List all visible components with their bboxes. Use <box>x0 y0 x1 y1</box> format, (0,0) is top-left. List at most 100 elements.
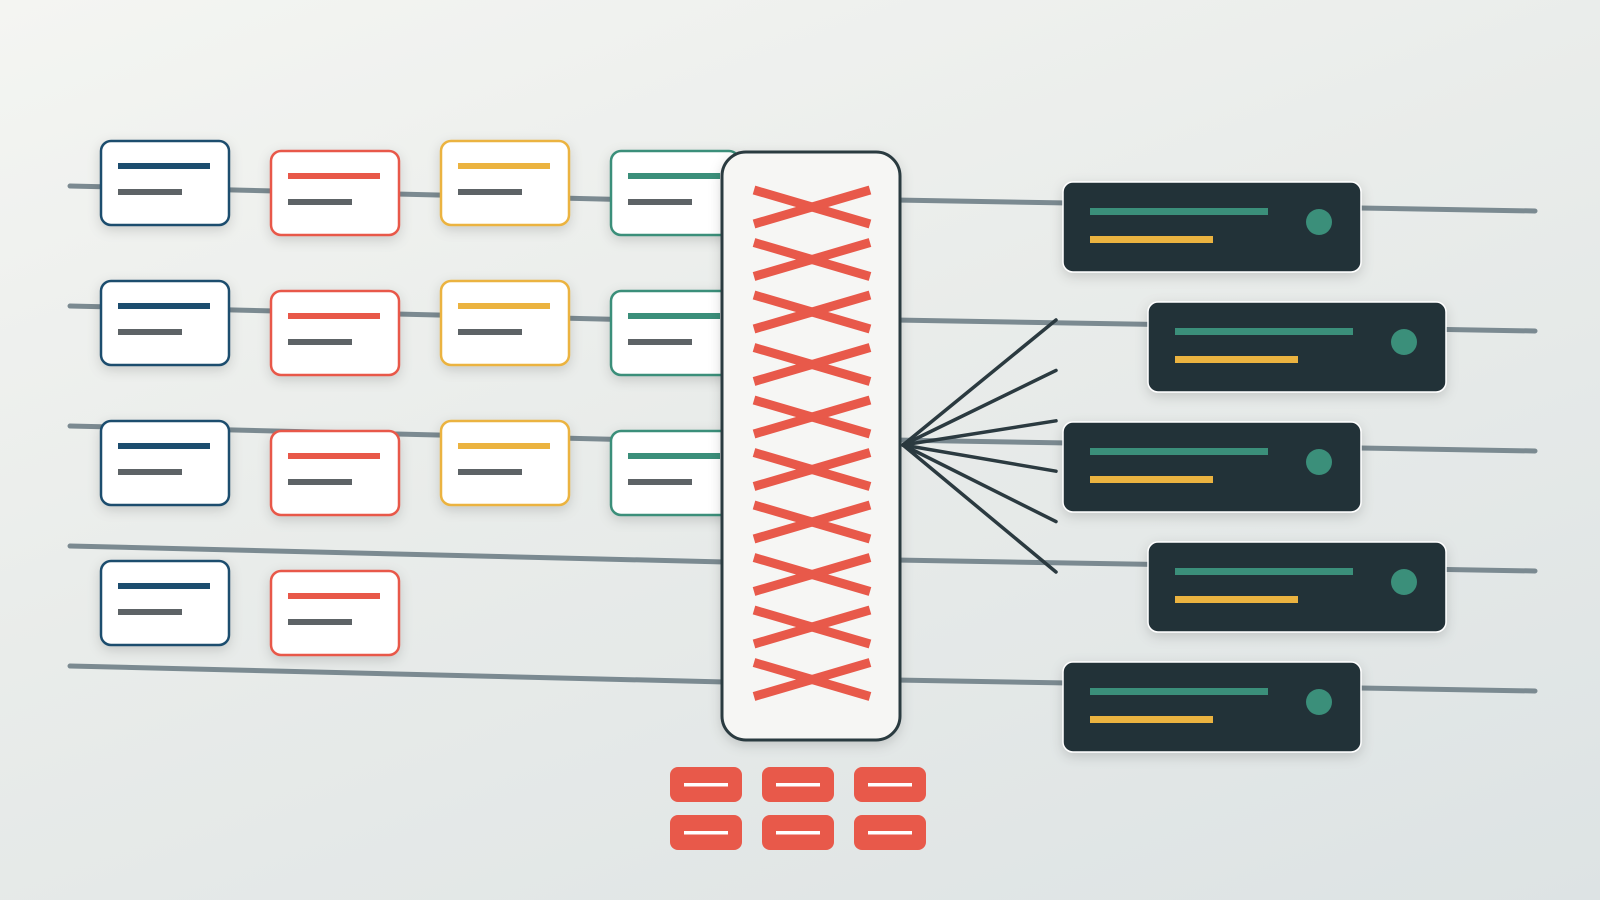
hub-cross-stroke <box>752 448 872 491</box>
hub-cross-stroke <box>752 290 872 334</box>
server-bar-top <box>1175 568 1353 575</box>
card-bar-primary <box>118 163 210 169</box>
server-bar-bottom <box>1090 716 1213 723</box>
card-bar-secondary <box>118 329 182 335</box>
card-bar-secondary <box>118 609 182 615</box>
card-frame <box>609 149 741 237</box>
card-frame <box>269 569 401 657</box>
server-bar-top <box>1090 208 1268 215</box>
card-bar-secondary <box>458 469 522 475</box>
card-red <box>269 429 401 517</box>
card-bar-secondary <box>118 469 182 475</box>
fan-line <box>901 443 1058 473</box>
server-unit <box>1147 541 1447 633</box>
server-unit <box>1062 181 1362 273</box>
input-card-grid <box>99 139 741 657</box>
server-bar-bottom <box>1175 596 1298 603</box>
card-bar-primary <box>288 313 380 319</box>
card-red <box>269 289 401 377</box>
card-bar-primary <box>118 443 210 449</box>
hub-cross-stroke <box>752 185 872 229</box>
hub-frame <box>720 150 902 742</box>
card-red <box>269 569 401 657</box>
card-bar-secondary <box>288 479 352 485</box>
server-status-dot <box>1306 209 1332 235</box>
card-bar-primary <box>458 303 550 309</box>
server-bar-bottom <box>1090 476 1213 483</box>
hub-cross-stroke <box>752 343 872 386</box>
card-frame <box>99 419 231 507</box>
card-green <box>609 149 741 237</box>
server-frame <box>1062 181 1362 273</box>
server-frame <box>1062 661 1362 753</box>
card-bar-secondary <box>628 199 692 205</box>
fan-line <box>901 443 1058 524</box>
card-bar-primary <box>628 313 720 319</box>
lane-line-left <box>67 543 728 565</box>
card-frame <box>439 419 571 507</box>
error-tile <box>762 815 834 850</box>
server-status-dot <box>1391 569 1417 595</box>
error-tile-dash <box>684 783 728 787</box>
card-bar-primary <box>458 443 550 449</box>
card-bar-primary <box>628 173 720 179</box>
card-bar-primary <box>628 453 720 459</box>
fan-line <box>901 368 1058 447</box>
server-bar-top <box>1175 328 1353 335</box>
card-bar-secondary <box>288 199 352 205</box>
card-bar-secondary <box>458 189 522 195</box>
card-yellow <box>439 419 571 507</box>
server-status-dot <box>1306 689 1332 715</box>
server-bar-top <box>1090 688 1268 695</box>
card-frame <box>269 149 401 237</box>
card-green <box>609 289 741 377</box>
server-unit <box>1062 421 1362 513</box>
error-tile <box>854 767 926 802</box>
hub-cross-stroke <box>752 658 872 701</box>
server-status-dot <box>1391 329 1417 355</box>
error-tile <box>762 767 834 802</box>
card-navy <box>99 419 231 507</box>
fan-line <box>901 318 1058 447</box>
card-bar-primary <box>288 453 380 459</box>
card-navy <box>99 559 231 647</box>
server-bar-bottom <box>1090 236 1213 243</box>
hub-cross-stroke <box>752 605 872 649</box>
card-frame <box>269 289 401 377</box>
hub-block <box>720 150 902 742</box>
card-yellow <box>439 139 571 227</box>
error-tile <box>854 815 926 850</box>
error-tile-dash <box>684 831 728 835</box>
error-tile-dash <box>776 831 820 835</box>
card-bar-secondary <box>118 189 182 195</box>
error-tile-dash <box>776 783 820 787</box>
hub-cross-stroke <box>752 238 872 281</box>
hub-cross-stroke <box>752 553 872 596</box>
server-bar-top <box>1090 448 1268 455</box>
card-frame <box>609 289 741 377</box>
fan-line <box>901 443 1058 574</box>
card-frame <box>609 429 741 517</box>
card-yellow <box>439 279 571 367</box>
server-frame <box>1147 541 1447 633</box>
card-navy <box>99 139 231 227</box>
card-frame <box>99 559 231 647</box>
card-frame <box>439 279 571 367</box>
server-unit <box>1147 301 1447 393</box>
card-red <box>269 149 401 237</box>
hub-fan-lines <box>901 318 1058 574</box>
server-frame <box>1147 301 1447 393</box>
card-bar-primary <box>288 593 380 599</box>
hub-cross-stroke <box>752 500 872 544</box>
card-bar-secondary <box>288 619 352 625</box>
error-tile-dash <box>868 831 912 835</box>
card-frame <box>99 279 231 367</box>
error-tile <box>670 815 742 850</box>
server-unit <box>1062 661 1362 753</box>
lane-line-left <box>67 663 728 685</box>
error-tile-grid <box>670 767 926 850</box>
server-frame <box>1062 421 1362 513</box>
card-frame <box>99 139 231 227</box>
card-frame <box>269 429 401 517</box>
